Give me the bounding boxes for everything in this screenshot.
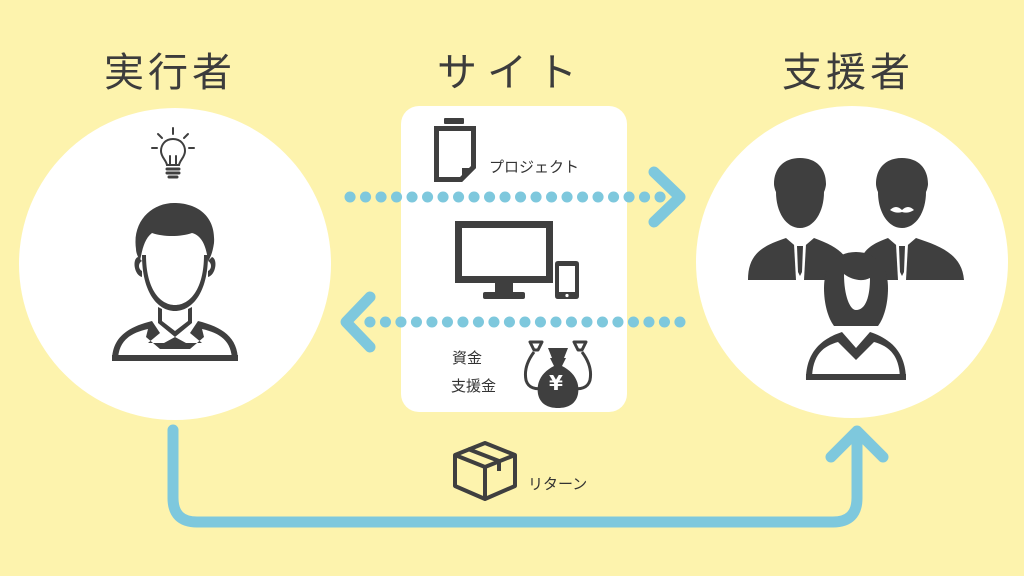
yen-symbol: ¥ [549, 371, 563, 395]
money-bags-icon [524, 340, 592, 408]
project-arrow [344, 166, 686, 228]
supporters-heading: 支援者 [782, 50, 914, 96]
project-label: プロジェクト [489, 158, 580, 176]
funds-arrow [340, 291, 686, 353]
people-group-icon [748, 158, 964, 380]
document-icon [434, 118, 476, 182]
executor-heading: 実行者 [104, 50, 236, 96]
funds-label: 資金 [452, 349, 483, 367]
box-icon [453, 441, 517, 501]
site-heading: サイト [437, 50, 587, 96]
lightbulb-icon [151, 127, 195, 179]
smartphone-icon [555, 261, 579, 299]
person-icon [112, 203, 238, 361]
return-label: リターン [528, 475, 588, 493]
monitor-icon [455, 221, 553, 299]
support-money-label: 支援金 [451, 377, 497, 395]
return-arrow [167, 424, 889, 528]
